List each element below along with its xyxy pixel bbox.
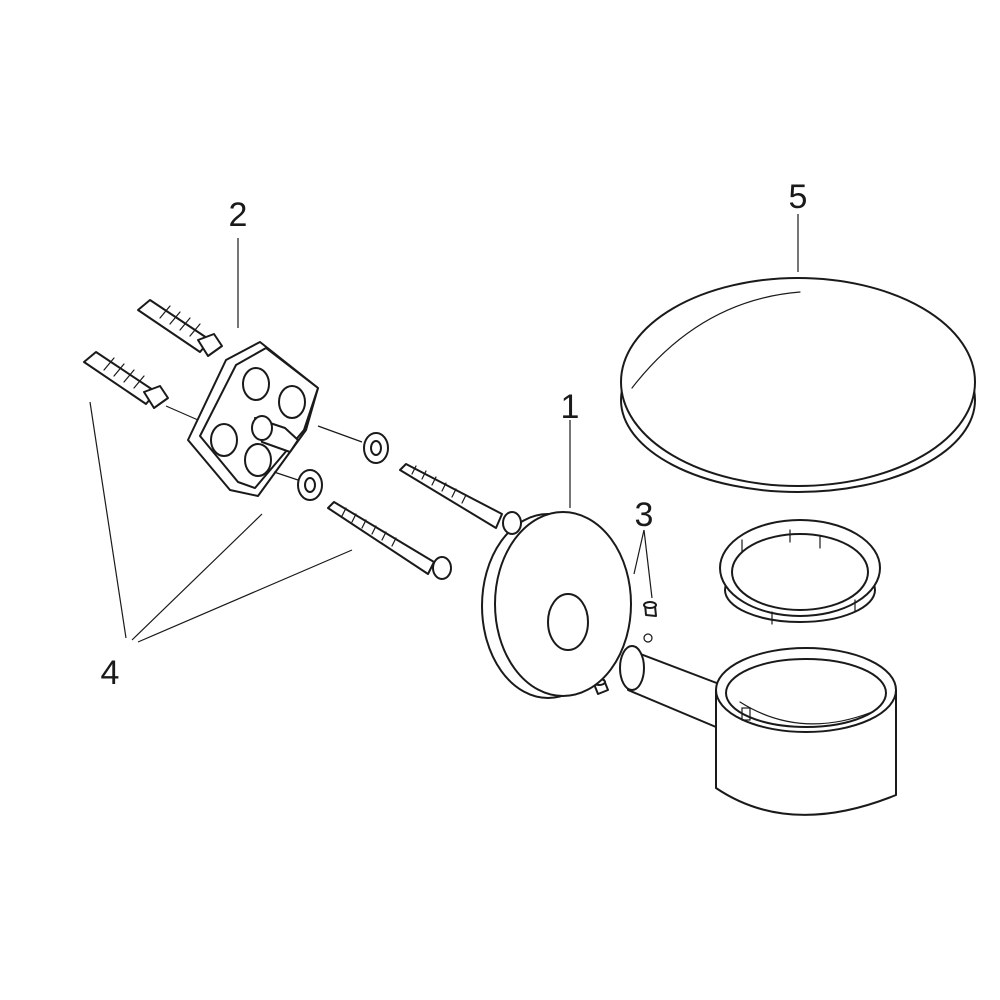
washer-upper [363, 432, 389, 464]
part-1-holder [619, 633, 897, 816]
callout-1: 1 [561, 388, 580, 426]
part-2-mounting-plate [187, 341, 319, 497]
callout-2: 2 [229, 196, 248, 234]
retaining-ring [719, 519, 881, 625]
callout-5: 5 [789, 178, 808, 216]
washer-lower [297, 469, 323, 501]
wall-plug-upper [137, 299, 223, 357]
leader-lines [89, 214, 799, 643]
wall-plug-lower [83, 351, 169, 409]
callout-4: 4 [101, 654, 120, 692]
screw-upper [399, 463, 522, 535]
callout-3: 3 [635, 496, 654, 534]
part-1-rosette [481, 511, 632, 699]
assembly-axis-lines [165, 405, 363, 481]
part-5-plate [620, 277, 976, 493]
screw-lower [327, 501, 452, 580]
